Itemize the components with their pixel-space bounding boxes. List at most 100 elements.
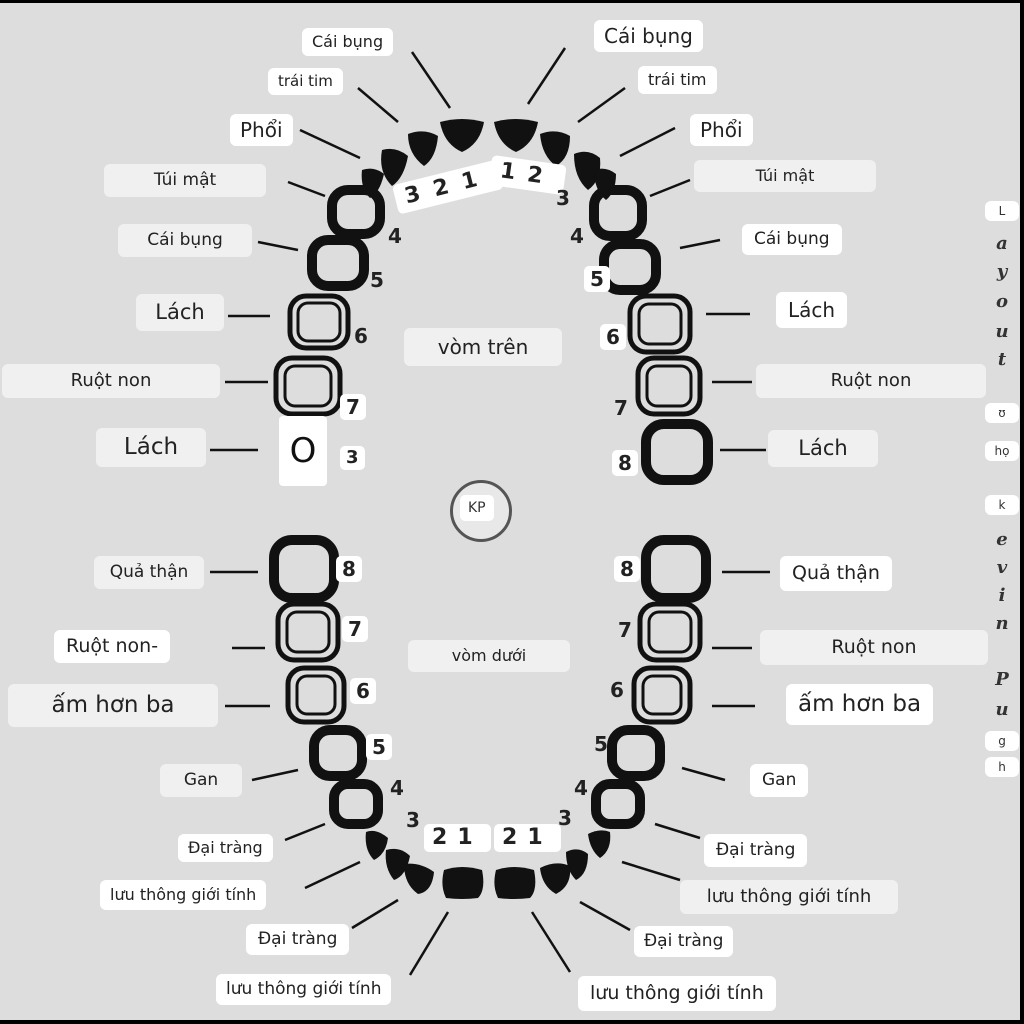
tooth-premolar bbox=[589, 185, 647, 241]
tooth-number: 2 bbox=[525, 162, 557, 191]
tooth-molar bbox=[635, 355, 703, 417]
tooth-number: 3 bbox=[406, 808, 420, 832]
label-ruot-non-upper-left: Ruột non bbox=[2, 364, 220, 398]
side-char: i bbox=[998, 585, 1006, 606]
tooth-number: 2 bbox=[432, 825, 458, 850]
label-tui-mat-upper-left: Túi mật bbox=[104, 164, 266, 197]
tooth-number-group-lower-right: 21 bbox=[494, 824, 561, 852]
pointer-line bbox=[649, 178, 691, 198]
tooth-number-group-lower-left: 21 bbox=[424, 824, 491, 852]
label-luu-thong-lower-right-1: lưu thông giới tính bbox=[680, 880, 898, 914]
label-lach-2-upper-left: Lách bbox=[96, 428, 206, 467]
side-char: ʊ bbox=[985, 403, 1019, 423]
label-gan-lower-left: Gan bbox=[160, 764, 242, 797]
tooth-number: 6 bbox=[350, 678, 376, 704]
pointer-line bbox=[351, 898, 399, 930]
pointer-line bbox=[287, 180, 326, 198]
lower-arch-teeth bbox=[365, 830, 611, 899]
label-trai-tim-upper-right: trái tim bbox=[638, 66, 717, 94]
tooth-molar bbox=[273, 355, 343, 417]
tooth-canine bbox=[574, 151, 601, 190]
label-ruot-non-lower-left: Ruột non- bbox=[54, 630, 171, 663]
tooth-number: 6 bbox=[600, 324, 626, 350]
tooth-molar bbox=[287, 293, 351, 351]
tooth-number: 6 bbox=[610, 678, 624, 702]
pointer-line bbox=[299, 128, 361, 160]
side-char: P bbox=[995, 669, 1009, 690]
label-lach-2-upper-right: Lách bbox=[768, 430, 878, 467]
side-char: n bbox=[995, 613, 1009, 634]
tooth-molar bbox=[296, 301, 342, 343]
tooth-number: 5 bbox=[594, 732, 608, 756]
tooth-number: 5 bbox=[584, 266, 610, 292]
side-char: u bbox=[995, 699, 1009, 720]
tooth-molar bbox=[285, 610, 331, 654]
pointer-line bbox=[410, 51, 452, 109]
label-ruot-non-lower-right: Ruột non bbox=[760, 630, 988, 665]
tooth-canine bbox=[385, 848, 410, 880]
pointer-line bbox=[357, 87, 399, 123]
tooth-molar bbox=[269, 535, 339, 603]
pointer-line bbox=[251, 768, 299, 782]
label-kp: KP bbox=[460, 495, 494, 521]
tooth-number: 4 bbox=[574, 776, 588, 800]
side-char: L bbox=[985, 201, 1019, 221]
tooth-molar bbox=[295, 674, 337, 716]
tooth-number: 4 bbox=[388, 224, 402, 248]
tooth-incisor bbox=[440, 119, 484, 152]
tooth-molar bbox=[283, 364, 333, 408]
tooth-number: 1 bbox=[527, 825, 553, 850]
tooth-premolar bbox=[607, 725, 665, 781]
tooth-premolar bbox=[327, 185, 385, 239]
tooth-number: 4 bbox=[390, 776, 404, 800]
label-lach-upper-right: Lách bbox=[776, 292, 848, 328]
label-cai-bung-upper-right: Cái bụng bbox=[742, 224, 842, 255]
tooth-number: 6 bbox=[354, 324, 368, 348]
side-char: h bbox=[985, 757, 1019, 777]
tooth-premolar bbox=[309, 725, 367, 781]
pointer-line bbox=[284, 822, 326, 842]
tooth-incisor bbox=[494, 867, 536, 899]
side-char: e bbox=[996, 529, 1008, 550]
label-vom-duoi: vòm dưới bbox=[408, 640, 570, 672]
tooth-molar bbox=[641, 535, 711, 603]
tooth-number: 7 bbox=[342, 616, 368, 642]
label-lach-upper-left: Lách bbox=[136, 294, 224, 331]
tooth-number: 5 bbox=[366, 734, 392, 760]
tooth-canine bbox=[588, 830, 611, 858]
side-char: a bbox=[996, 233, 1008, 254]
side-char: o bbox=[995, 291, 1008, 312]
tooth-number: 8 bbox=[612, 450, 638, 476]
pointer-line bbox=[304, 860, 361, 890]
pointer-line bbox=[526, 47, 567, 105]
tooth-molar bbox=[631, 665, 693, 725]
pointer-line bbox=[681, 766, 726, 782]
tooth-canine bbox=[381, 148, 408, 186]
tooth-molar bbox=[647, 610, 693, 654]
tooth-molar bbox=[641, 419, 713, 485]
tooth-number: 3 bbox=[556, 186, 570, 210]
pointer-line bbox=[530, 911, 572, 973]
tooth-molar bbox=[645, 364, 693, 408]
tooth-incisor bbox=[442, 867, 484, 899]
tooth-molar bbox=[637, 601, 703, 663]
label-dai-trang-lower-right: Đại tràng bbox=[704, 834, 808, 867]
tooth-incisor bbox=[408, 131, 438, 166]
side-char: k bbox=[985, 495, 1019, 515]
label-phoi-upper-right: Phổi bbox=[690, 114, 753, 146]
tooth-canine bbox=[566, 849, 588, 880]
tooth-molar bbox=[641, 674, 683, 716]
tooth-canine bbox=[365, 830, 388, 860]
label-cai-bung-upper-left: Cái bụng bbox=[118, 224, 252, 257]
side-char: họ bbox=[985, 441, 1019, 461]
label-qua-than-lower-right: Quả thận bbox=[780, 556, 892, 591]
tooth-premolar bbox=[599, 239, 661, 295]
label-big-o: O bbox=[279, 416, 327, 486]
tooth-premolar bbox=[591, 779, 645, 829]
tooth-incisor bbox=[404, 863, 434, 894]
pointer-line bbox=[579, 900, 631, 932]
pointer-line bbox=[654, 822, 701, 840]
tooth-incisor bbox=[540, 863, 571, 894]
